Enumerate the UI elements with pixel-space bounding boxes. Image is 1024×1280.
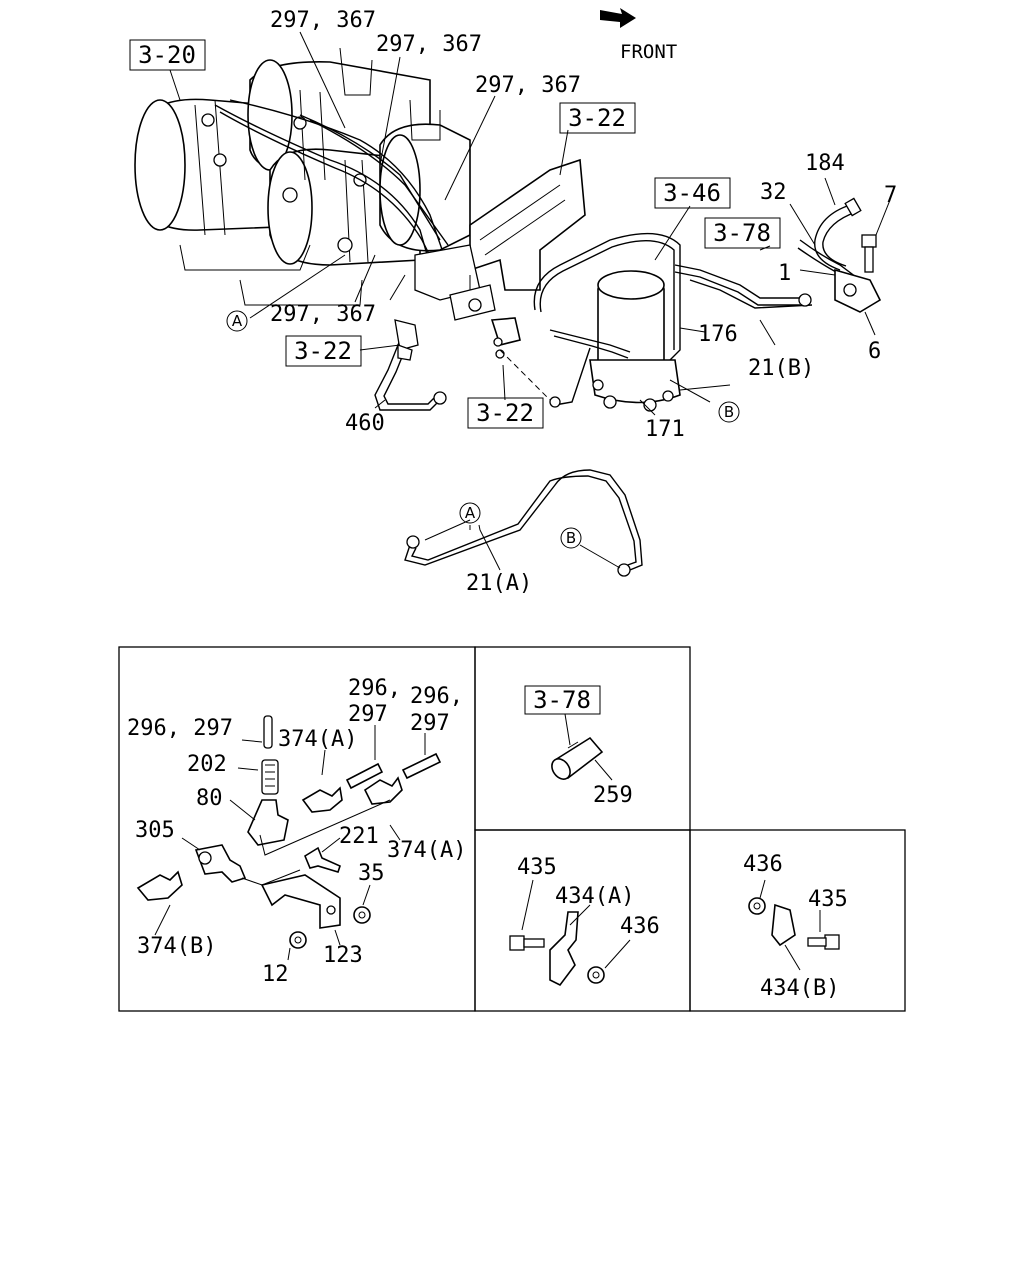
svg-text:3-20: 3-20 bbox=[138, 41, 196, 69]
part-label-374a: 374(A) bbox=[387, 838, 466, 863]
part-label-21b: 21(B) bbox=[748, 356, 814, 381]
clip-434b bbox=[748, 879, 840, 971]
part-label-259: 259 bbox=[593, 783, 633, 808]
part-label-21a: 21(A) bbox=[466, 571, 532, 596]
part-label-202: 202 bbox=[187, 752, 227, 777]
svg-text:A: A bbox=[465, 504, 476, 522]
ref-box-3-20: 3-20 bbox=[129, 39, 206, 71]
hose-joint-259 bbox=[551, 713, 613, 781]
leader-lines bbox=[169, 31, 891, 571]
air-tanks bbox=[134, 47, 471, 306]
svg-text:3-78: 3-78 bbox=[713, 219, 771, 247]
part-label-297-367: 297, 367 bbox=[270, 8, 376, 33]
part-label-374a: 374(A) bbox=[278, 727, 357, 752]
front-arrow-icon bbox=[600, 8, 636, 28]
detail-box-clip-b bbox=[689, 829, 906, 1012]
clip-434a bbox=[509, 879, 631, 987]
front-label: FRONT bbox=[620, 41, 677, 63]
part-label-436: 436 bbox=[743, 852, 783, 877]
detail1-leaders bbox=[154, 725, 426, 961]
part-label-221: 221 bbox=[339, 824, 379, 849]
ref-box-3-22: 3-22 bbox=[285, 335, 362, 367]
ref-box-3-22: 3-22 bbox=[467, 397, 544, 429]
hose-184 bbox=[814, 197, 862, 271]
part-label-171: 171 bbox=[645, 417, 685, 442]
part-label-297: 297 bbox=[348, 702, 388, 727]
part-label-176: 176 bbox=[698, 322, 738, 347]
part-label-436: 436 bbox=[620, 914, 660, 939]
air-lines-bundle bbox=[214, 99, 449, 269]
part-label-305: 305 bbox=[135, 818, 175, 843]
part-label-35: 35 bbox=[358, 861, 385, 886]
part-label-296-297: 296, 297 bbox=[127, 716, 233, 741]
svg-text:3-46: 3-46 bbox=[663, 179, 721, 207]
svg-text:B: B bbox=[566, 529, 576, 547]
part-label-435: 435 bbox=[808, 887, 848, 912]
air-dryer bbox=[589, 270, 681, 412]
part-label-297-367: 297, 367 bbox=[475, 73, 581, 98]
marker-b: B bbox=[718, 401, 740, 423]
svg-text:A: A bbox=[232, 312, 243, 330]
svg-text:B: B bbox=[724, 403, 734, 421]
part-label-80: 80 bbox=[196, 786, 223, 811]
marker-a: A bbox=[459, 502, 481, 524]
part-label-460: 460 bbox=[345, 411, 385, 436]
part-label-6: 6 bbox=[868, 339, 881, 364]
ref-box-3-22: 3-22 bbox=[559, 102, 636, 134]
part-label-435: 435 bbox=[517, 855, 557, 880]
part-label-297-367: 297, 367 bbox=[270, 302, 376, 327]
pipe-21b bbox=[674, 264, 813, 309]
pipe-21a bbox=[404, 469, 643, 577]
svg-text:3-22: 3-22 bbox=[476, 399, 534, 427]
part-label-123: 123 bbox=[323, 943, 363, 968]
part-label-374b: 374(B) bbox=[137, 934, 216, 959]
part-label-32: 32 bbox=[760, 180, 787, 205]
frame-bracket bbox=[414, 158, 586, 321]
ref-box-3-78: 3-78 bbox=[524, 685, 601, 715]
marker-a: A bbox=[226, 310, 248, 332]
pipe-460 bbox=[374, 319, 447, 411]
part-label-297-367: 297, 367 bbox=[376, 32, 482, 57]
svg-text:3-22: 3-22 bbox=[568, 104, 626, 132]
marker-b: B bbox=[560, 527, 582, 549]
fitting-6 bbox=[798, 268, 882, 313]
part-label-7: 7 bbox=[884, 183, 897, 208]
svg-text:3-22: 3-22 bbox=[294, 337, 352, 365]
part-label-12: 12 bbox=[262, 962, 289, 987]
bolt-7 bbox=[861, 234, 877, 273]
ref-box-3-78: 3-78 bbox=[704, 217, 781, 249]
part-label-1: 1 bbox=[778, 261, 791, 286]
part-label-296: 296, bbox=[348, 676, 401, 701]
part-label-297: 297 bbox=[410, 711, 450, 736]
svg-text:3-78: 3-78 bbox=[533, 686, 591, 714]
valve-3-22 bbox=[490, 317, 591, 408]
detail-box-3-78 bbox=[474, 646, 691, 831]
ref-box-3-46: 3-46 bbox=[654, 177, 731, 209]
detail1-parts bbox=[136, 715, 442, 949]
part-label-296: 296, bbox=[410, 684, 463, 709]
part-label-434b: 434(B) bbox=[760, 976, 839, 1001]
part-label-434a: 434(A) bbox=[555, 884, 634, 909]
part-label-184: 184 bbox=[805, 151, 845, 176]
